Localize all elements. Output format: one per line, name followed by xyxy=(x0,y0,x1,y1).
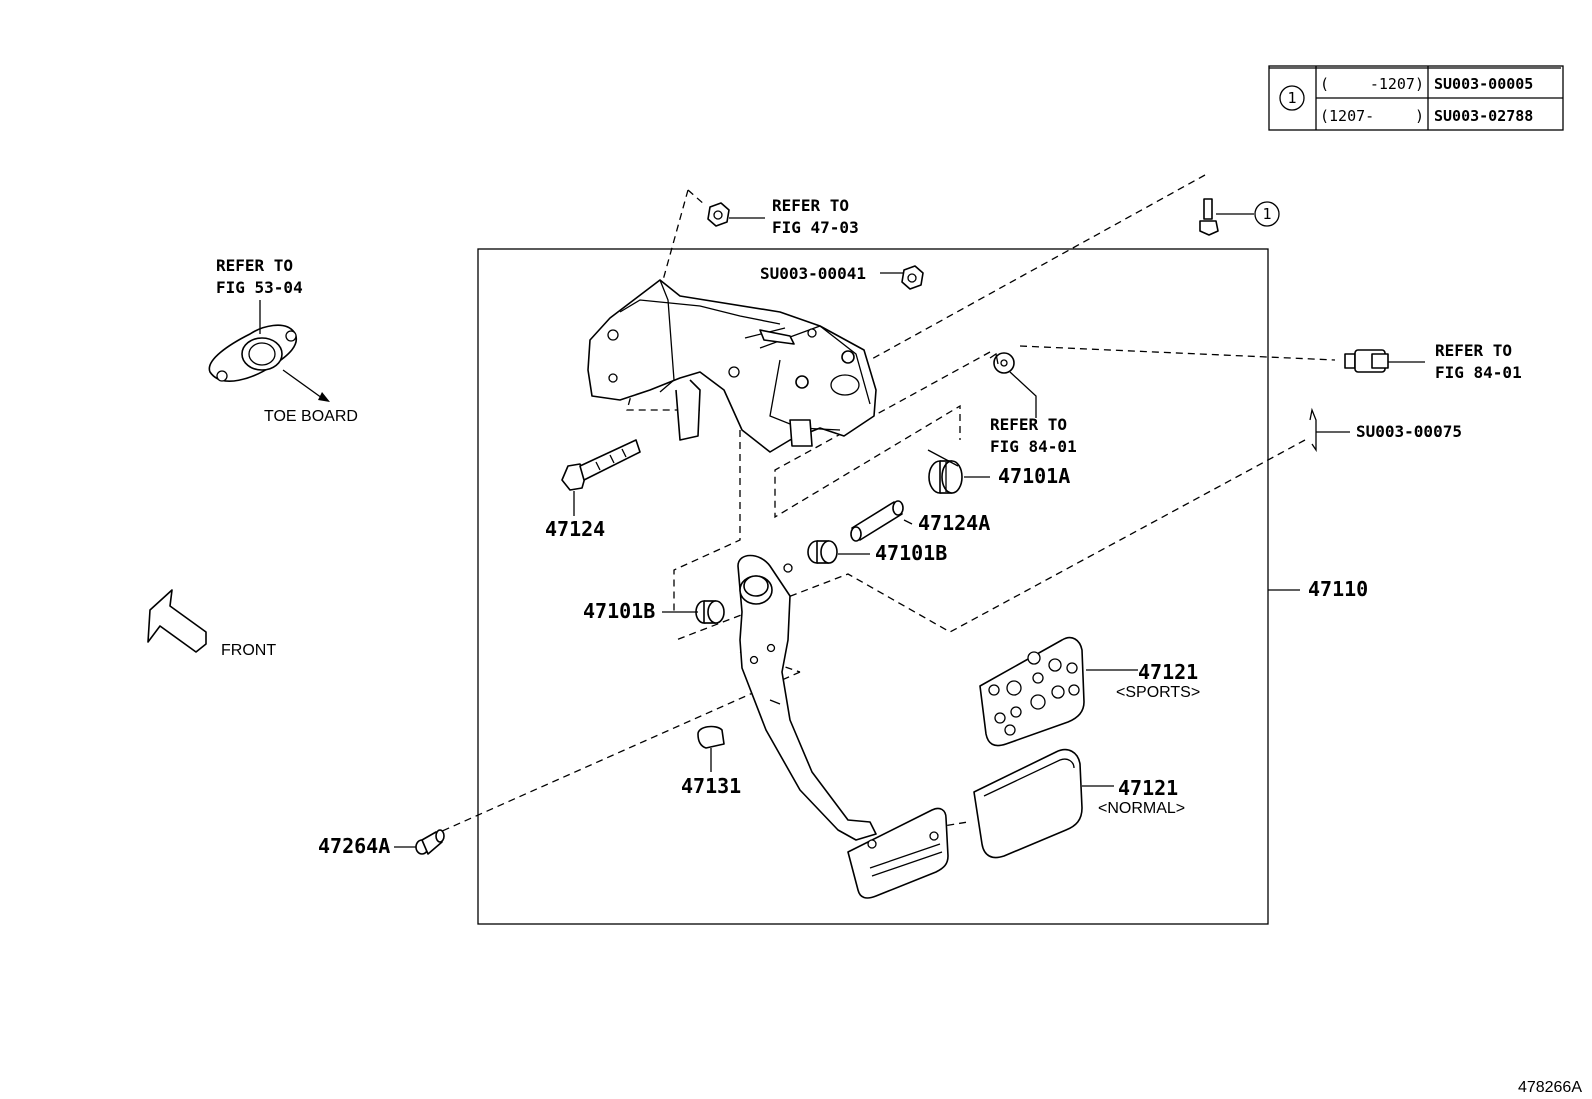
bolt-symbol-circle xyxy=(1254,201,1280,227)
bushing-47101A-icon xyxy=(927,449,990,494)
clip-icon xyxy=(1309,407,1350,453)
bushing-47101B-upper-icon xyxy=(807,540,870,564)
normal-pedal-pad-icon xyxy=(973,748,1114,859)
part-47121-sports-label: 47121 xyxy=(1138,660,1198,684)
legend-row2-part: SU003-02788 xyxy=(1434,107,1533,125)
legend-row1-open: ( xyxy=(1320,75,1329,93)
legend-symbol: 1 xyxy=(1287,89,1296,107)
assembly-frame xyxy=(477,248,1269,925)
part-47124A-label: 47124A xyxy=(918,511,990,535)
refer-fig-47-03-line1: REFER TO xyxy=(772,196,849,215)
refer-fig-84-01-sensor-line2: FIG 84-01 xyxy=(1435,363,1522,382)
clip-su003-00075-label: SU003-00075 xyxy=(1356,422,1462,441)
bushing-47101B-lower-icon xyxy=(662,600,725,624)
part-47131-label: 47131 xyxy=(681,774,741,798)
refer-fig-84-01-switch-line2: FIG 84-01 xyxy=(990,437,1077,456)
pin-47264A-icon xyxy=(394,829,445,855)
pedal-pad-base xyxy=(847,807,949,899)
stopper-47131-icon xyxy=(697,725,725,772)
refer-fig-84-01-switch-line1: REFER TO xyxy=(990,415,1067,434)
part-47121-normal-label: 47121 xyxy=(1118,776,1178,800)
legend-row1-part: SU003-00005 xyxy=(1434,75,1533,93)
refer-fig-84-01-sensor-line1: REFER TO xyxy=(1435,341,1512,360)
legend-row2-open: (1207- xyxy=(1320,107,1374,125)
pedal-bracket xyxy=(587,279,877,453)
stop-lamp-switch-icon xyxy=(1344,349,1425,373)
part-47101B-lower-label: 47101B xyxy=(583,599,655,623)
normal-label: <NORMAL> xyxy=(1098,800,1185,817)
bolt-icon xyxy=(1199,198,1280,236)
part-47101A-label: 47101A xyxy=(998,464,1070,488)
switch-plate-icon xyxy=(989,352,1037,418)
legend-row1-range: -1207) xyxy=(1370,75,1424,93)
figure-id: 478266A xyxy=(1518,1079,1582,1096)
part-47264A-label: 47264A xyxy=(318,834,390,858)
refer-fig-47-03-line2: FIG 47-03 xyxy=(772,218,859,237)
bolt-symbol: 1 xyxy=(1262,205,1271,223)
part-47101B-upper-label: 47101B xyxy=(875,541,947,565)
front-label: FRONT xyxy=(221,642,276,659)
part-47110-label: 47110 xyxy=(1308,577,1368,601)
nut-su003-00041-label: SU003-00041 xyxy=(760,264,866,283)
bolt-47124-icon xyxy=(561,439,641,516)
legend-symbol-circle xyxy=(1279,85,1305,111)
toe-board-label: TOE BOARD xyxy=(264,408,358,425)
sports-label: <SPORTS> xyxy=(1116,684,1200,701)
flange-nut-icon xyxy=(707,202,765,227)
legend-row2-range: ) xyxy=(1415,107,1424,125)
legend-table: 1 ( -1207) SU003-00005 (1207- ) SU003-02… xyxy=(1268,65,1564,131)
front-arrow-icon xyxy=(147,589,207,653)
nut-icon xyxy=(880,265,924,290)
refer-fig-53-04-line2: FIG 53-04 xyxy=(216,278,303,297)
collar-47124A-icon xyxy=(850,500,913,542)
refer-fig-53-04-line1: REFER TO xyxy=(216,256,293,275)
sports-pedal-pad-icon xyxy=(979,636,1138,747)
part-47124-label: 47124 xyxy=(545,517,605,541)
toe-board-gasket-icon xyxy=(208,300,330,402)
brake-pedal-arm xyxy=(737,554,877,841)
